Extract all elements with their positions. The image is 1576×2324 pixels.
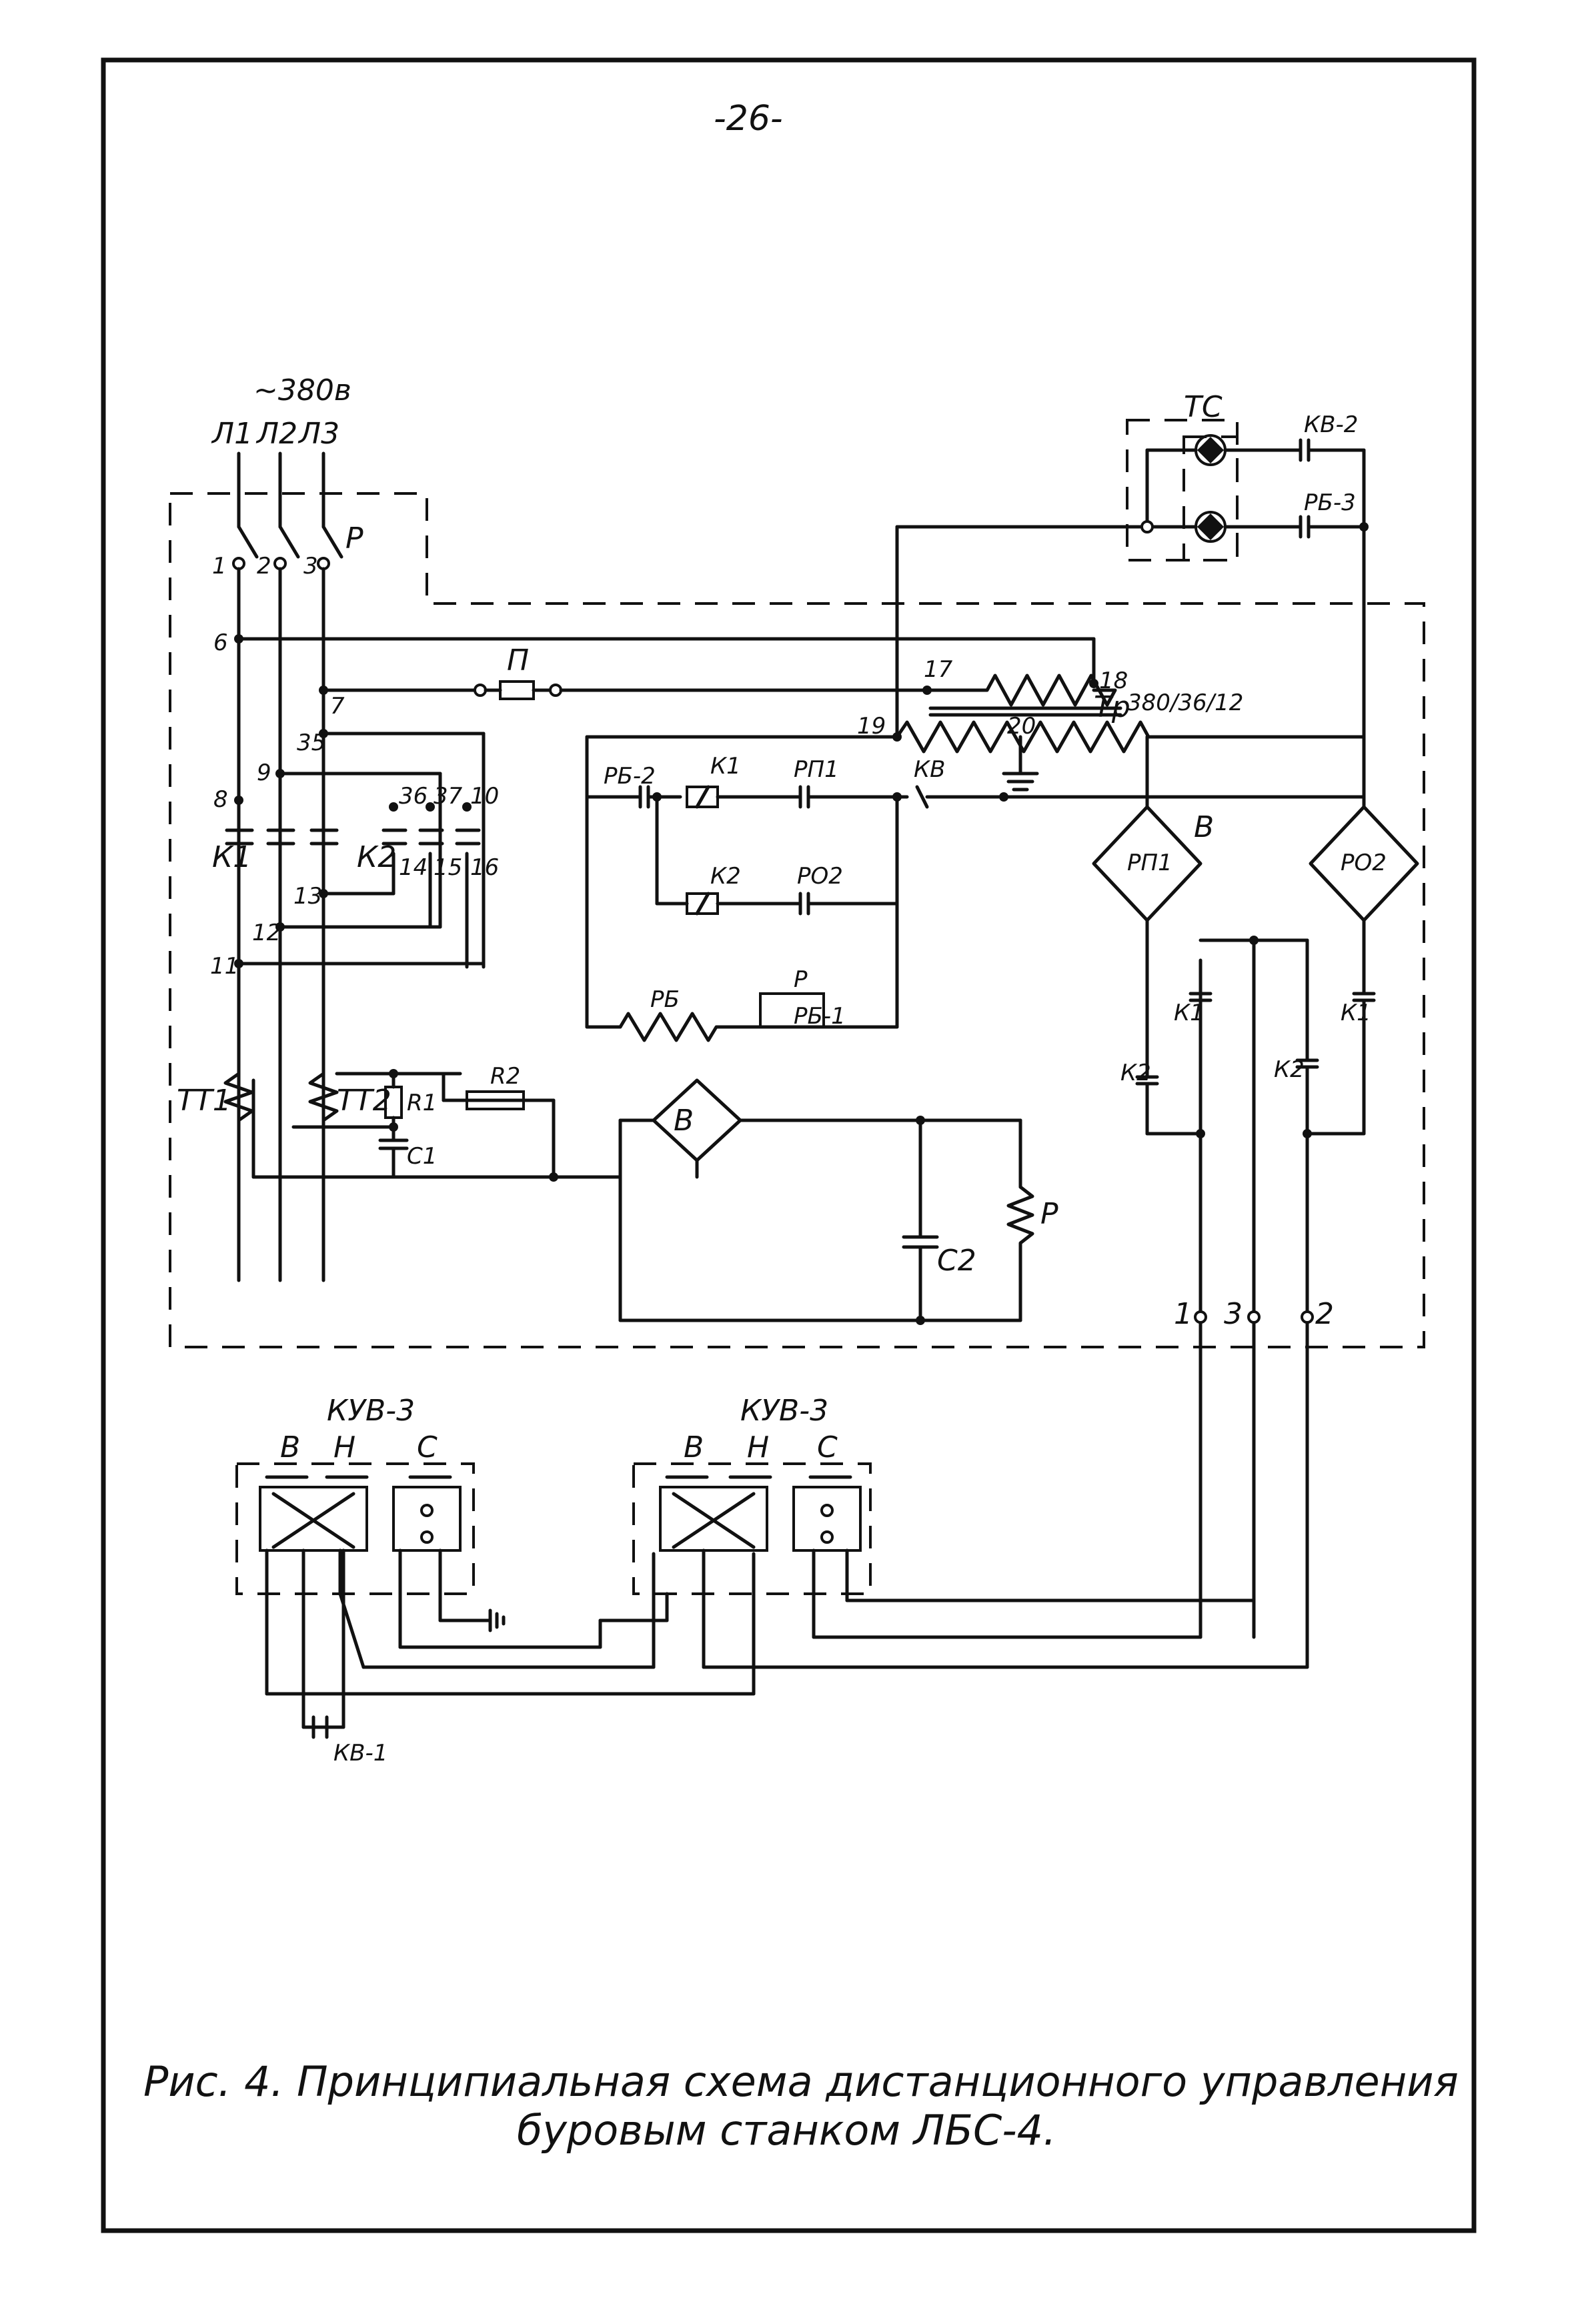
bridge-lower-label: В — [674, 1104, 694, 1138]
tt1-label: ТТ1 — [177, 1084, 231, 1118]
rp1-coil-label: РП1 — [1127, 850, 1172, 876]
kv-label: КВ — [914, 756, 945, 783]
svg-text:17: 17 — [924, 656, 953, 683]
caption-line-2: буровым станком ЛБС-4. — [517, 2106, 1056, 2155]
svg-text:Н: Н — [333, 1430, 355, 1464]
main-cabinet-outline — [169, 492, 1425, 1348]
svg-text:2: 2 — [257, 553, 271, 579]
c2-label: С2 — [937, 1244, 976, 1278]
svg-text:С: С — [817, 1430, 838, 1464]
control-box-right — [632, 1462, 872, 1595]
fuse-label: П — [507, 644, 529, 678]
tt1-coil — [223, 1072, 254, 1122]
relay-p-label: Р — [1040, 1197, 1058, 1231]
switch-label: Р — [345, 521, 363, 555]
k2-right-label: К2 — [1120, 1060, 1151, 1086]
rb-label: РБ — [650, 986, 680, 1013]
phase-l3: Л3 — [297, 417, 339, 451]
signal-lamp-label: ТС — [1184, 390, 1223, 424]
rb1-label: РБ-1 — [794, 1003, 846, 1030]
svg-text:6: 6 — [213, 630, 228, 656]
phase-l2: Л2 — [255, 417, 297, 451]
ro2-coil-label: РО2 — [1341, 850, 1387, 876]
caption-line-1: Рис. 4. Принципиальная схема дистанционн… — [143, 2057, 1459, 2106]
c1-label: С1 — [407, 1143, 437, 1170]
kv2-label: КВ-2 — [1304, 411, 1358, 438]
k1-label: К1 — [212, 840, 251, 874]
svg-text:9: 9 — [257, 760, 271, 786]
svg-text:12: 12 — [252, 920, 281, 946]
kv1-label: КВ-1 — [333, 1740, 387, 1767]
svg-text:7: 7 — [330, 693, 345, 720]
control-box-left — [235, 1462, 475, 1595]
rb3-label: РБ-3 — [1304, 489, 1356, 516]
rp1-label: РП1 — [794, 756, 839, 783]
svg-text:20: 20 — [1007, 713, 1036, 740]
rb-resistor — [618, 1012, 762, 1042]
svg-text:36: 36 — [399, 783, 428, 810]
signal-lamp-inner — [1183, 435, 1239, 561]
kuv-right-label: КУВ-3 — [740, 1394, 828, 1428]
svg-text:11: 11 — [210, 953, 239, 980]
svg-text:13: 13 — [293, 883, 322, 910]
terminal-3: 3 — [1224, 1297, 1243, 1331]
tt2-label: ТТ2 — [337, 1084, 391, 1118]
supply-voltage: ~380в — [253, 373, 351, 407]
svg-text:1: 1 — [212, 553, 227, 579]
k2-label: К2 — [357, 840, 396, 874]
relay-p-contact-label: Р — [794, 966, 808, 993]
ro2-label: РО2 — [797, 863, 843, 890]
svg-text:14: 14 — [399, 854, 428, 881]
svg-text:15: 15 — [434, 854, 462, 881]
tt2-coil — [308, 1072, 339, 1122]
rb2-label: РБ-2 — [604, 763, 656, 790]
transformer-voltage: 380/36/12 — [1127, 690, 1243, 716]
bridge-rp1-label: В — [1194, 810, 1214, 844]
k1-coil-label: К1 — [710, 753, 741, 780]
svg-text:16: 16 — [470, 854, 499, 881]
svg-text:8: 8 — [213, 786, 228, 813]
k1-far-right-label: К1 — [1341, 1000, 1371, 1026]
terminal-1: 1 — [1174, 1297, 1193, 1331]
transformer-secondary — [895, 720, 1150, 754]
k2-coil-label: К2 — [710, 863, 741, 890]
fuse — [499, 680, 535, 700]
svg-text:В: В — [684, 1430, 704, 1464]
page-frame — [101, 57, 1477, 2233]
signal-lamp-box — [1126, 419, 1239, 561]
svg-text:37: 37 — [434, 783, 463, 810]
r1-label: R1 — [407, 1090, 437, 1116]
terminal-2: 2 — [1315, 1297, 1334, 1331]
relay-p-coil — [1006, 1185, 1034, 1322]
transformer-label: Тр — [1094, 690, 1130, 724]
svg-text:С: С — [417, 1430, 438, 1464]
caption: Рис. 4. Принципиальная схема дистанционн… — [143, 2057, 1459, 2155]
svg-text:10: 10 — [470, 783, 499, 810]
svg-text:В: В — [280, 1430, 300, 1464]
transformer-primary — [925, 674, 1117, 707]
bridge-lower — [652, 1078, 742, 1162]
phase-l1: Л1 — [211, 417, 253, 451]
svg-text:Н: Н — [747, 1430, 769, 1464]
svg-text:19: 19 — [857, 713, 886, 740]
svg-text:3: 3 — [303, 553, 318, 579]
r2-label: R2 — [490, 1063, 520, 1090]
r2-resistor — [466, 1090, 525, 1110]
kuv-left-label: КУВ-3 — [327, 1394, 415, 1428]
page-number: -26- — [714, 99, 783, 139]
